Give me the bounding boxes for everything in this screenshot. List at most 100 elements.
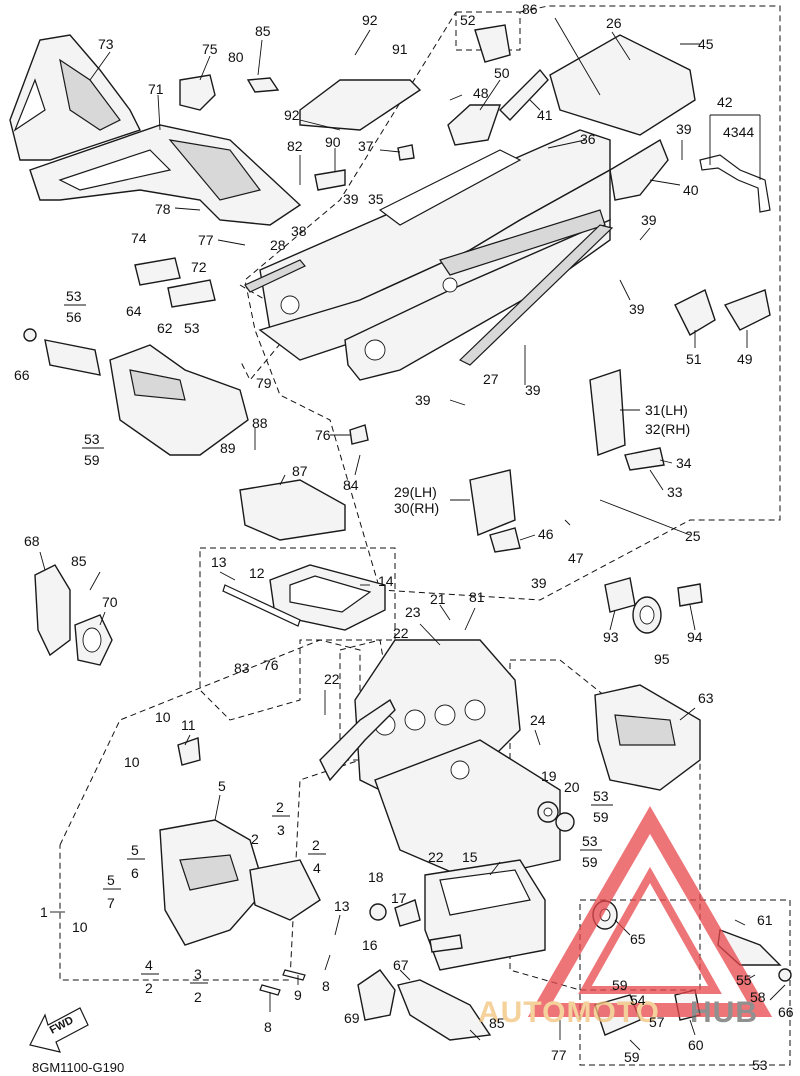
callout-92: 92	[362, 12, 378, 28]
bracket-67	[397, 979, 492, 1041]
parts	[9, 24, 792, 1041]
callout-54: 54	[630, 992, 646, 1008]
callout-59: 59	[84, 452, 100, 468]
callout-92: 92	[284, 107, 300, 123]
callout-90: 90	[325, 134, 341, 150]
rail-27	[458, 224, 614, 366]
callout-83: 83	[234, 660, 250, 676]
callout-74: 74	[131, 230, 147, 246]
callout-70: 70	[102, 594, 118, 610]
callout-87: 87	[292, 463, 308, 479]
callout-2: 2	[194, 989, 202, 1005]
callout-22: 22	[428, 849, 444, 865]
callout-91: 91	[392, 41, 408, 57]
callout-53: 53	[184, 320, 200, 336]
nut-66-right	[778, 968, 792, 982]
callout-39: 39	[415, 392, 431, 408]
plate-50	[447, 104, 501, 146]
callout-35: 35	[368, 191, 384, 207]
callout-16: 16	[362, 937, 378, 953]
callout-52: 52	[460, 12, 476, 28]
callout-4: 4	[145, 957, 153, 973]
callout-13: 13	[211, 554, 227, 570]
callout-12: 12	[249, 565, 265, 581]
callout-24: 24	[530, 712, 546, 728]
callout-95: 95	[654, 651, 670, 667]
bracket-49	[723, 289, 771, 331]
plate-26	[549, 34, 696, 136]
callout-81: 81	[469, 589, 485, 605]
callout-53: 53	[582, 833, 598, 849]
callout-77: 77	[198, 232, 214, 248]
callout-53: 53	[593, 788, 609, 804]
watermark-text-left: AUTOMOTO	[478, 996, 660, 1029]
callout-84: 84	[343, 477, 359, 493]
watermark: AUTOMOTO HUB	[478, 806, 773, 1029]
callout-26: 26	[606, 15, 622, 31]
callout-85: 85	[489, 1015, 505, 1031]
callout-46: 46	[538, 526, 554, 542]
callout-6: 6	[131, 865, 139, 881]
callout-23: 23	[405, 604, 421, 620]
callout-60: 60	[688, 1037, 704, 1053]
callout-13: 13	[334, 898, 350, 914]
callout-14: 14	[378, 573, 394, 589]
plate-29-30	[469, 469, 516, 536]
callout-53: 53	[66, 288, 82, 304]
callout-30-rh: 30(RH)	[394, 500, 439, 516]
callout-41: 41	[537, 107, 553, 123]
callout-48: 48	[473, 85, 489, 101]
bar-41	[499, 68, 549, 122]
watermark-logo	[527, 806, 773, 1017]
callout-76: 76	[315, 427, 331, 443]
callout-11: 11	[181, 717, 196, 733]
callout-37: 37	[358, 138, 374, 154]
bushing-18	[369, 903, 387, 921]
callout-59: 59	[593, 809, 609, 825]
callout-39: 39	[531, 575, 547, 591]
callout-61: 61	[757, 912, 773, 928]
callout-39: 39	[641, 212, 657, 228]
callout-15: 15	[462, 849, 478, 865]
callout-2: 2	[312, 837, 320, 853]
callout-79: 79	[256, 375, 272, 391]
engine-frame-center	[354, 639, 561, 881]
fwd-arrow: FWD	[29, 1007, 89, 1053]
callout-38: 38	[291, 223, 307, 239]
cover-69	[357, 969, 396, 1021]
callout-39: 39	[525, 382, 541, 398]
callout-9: 9	[294, 987, 302, 1003]
callout-58: 58	[750, 989, 766, 1005]
callout-10: 10	[124, 754, 140, 770]
callout-72: 72	[191, 259, 207, 275]
tunnel-chassis-25	[258, 129, 611, 381]
callout-78: 78	[155, 201, 171, 217]
diagram-code: 8GM1100-G190	[32, 1060, 124, 1075]
plate-46	[489, 527, 521, 553]
callout-76: 76	[263, 657, 279, 673]
callout-labels: 73 71 75 85 80 92 91 92 82 90 37 39 35 5…	[14, 1, 794, 1073]
callout-59: 59	[624, 1049, 640, 1065]
callout-88: 88	[252, 415, 268, 431]
callout-67: 67	[393, 957, 409, 973]
callout-55: 55	[736, 972, 752, 988]
callout-75: 75	[202, 41, 218, 57]
callout-39: 39	[629, 301, 645, 317]
callout-80: 80	[228, 49, 244, 65]
callout-59: 59	[612, 977, 628, 993]
callout-59: 59	[582, 854, 598, 870]
plate-93	[604, 577, 636, 613]
watermark-text-right: HUB	[690, 996, 758, 1029]
bracket-52	[474, 24, 511, 63]
callout-66: 66	[778, 1004, 794, 1020]
callout-85: 85	[71, 553, 87, 569]
callout-28: 28	[270, 237, 286, 253]
callout-25: 25	[685, 528, 701, 544]
radiator-15	[424, 859, 546, 971]
callout-2: 2	[145, 980, 153, 996]
callout-7: 7	[107, 895, 115, 911]
callout-10: 10	[72, 919, 88, 935]
callout-86: 86	[522, 1, 538, 17]
bolt-9	[282, 969, 306, 981]
cap-80	[246, 77, 280, 93]
